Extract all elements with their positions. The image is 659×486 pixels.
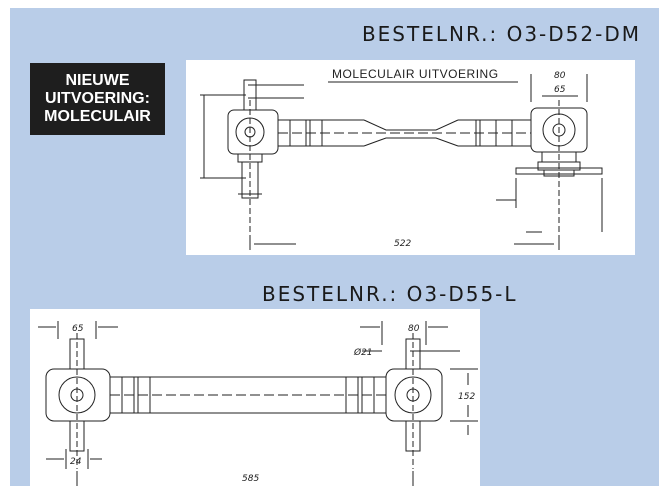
dim-bottom-21: Ø21 [353, 347, 373, 358]
dim-top-65: 65 [554, 85, 566, 95]
dim-bottom-80: 80 [408, 324, 420, 334]
dim-top-522: 522 [394, 239, 411, 249]
new-version-badge: NIEUWE UITVOERING: MOLECULAIR [30, 63, 165, 135]
badge-line-1: NIEUWE [65, 72, 130, 89]
dim-bottom-65: 65 [72, 324, 84, 334]
drawing-top-caption: MOLECULAIR UITVOERING [332, 67, 499, 81]
drawing-top: MOLECULAIR UITVOERING 80 65 522 [186, 60, 635, 255]
drawing-bottom: 65 80 Ø21 152 24 585 [30, 309, 480, 486]
order-number-top: BESTELNR.: O3-D52-DM [361, 22, 641, 46]
badge-line-2: UITVOERING: [45, 90, 150, 107]
drawing-bottom-svg: 65 80 Ø21 152 24 585 [38, 321, 478, 486]
dim-bottom-585: 585 [242, 474, 259, 484]
order-number-bottom: BESTELNR.: O3-D55-L [262, 282, 518, 306]
dim-top-80: 80 [554, 71, 566, 81]
dim-bottom-152: 152 [458, 392, 475, 402]
drawing-top-svg: MOLECULAIR UITVOERING 80 65 522 [200, 67, 603, 250]
dim-bottom-24: 24 [70, 457, 82, 467]
badge-line-3: MOLECULAIR [44, 108, 151, 125]
